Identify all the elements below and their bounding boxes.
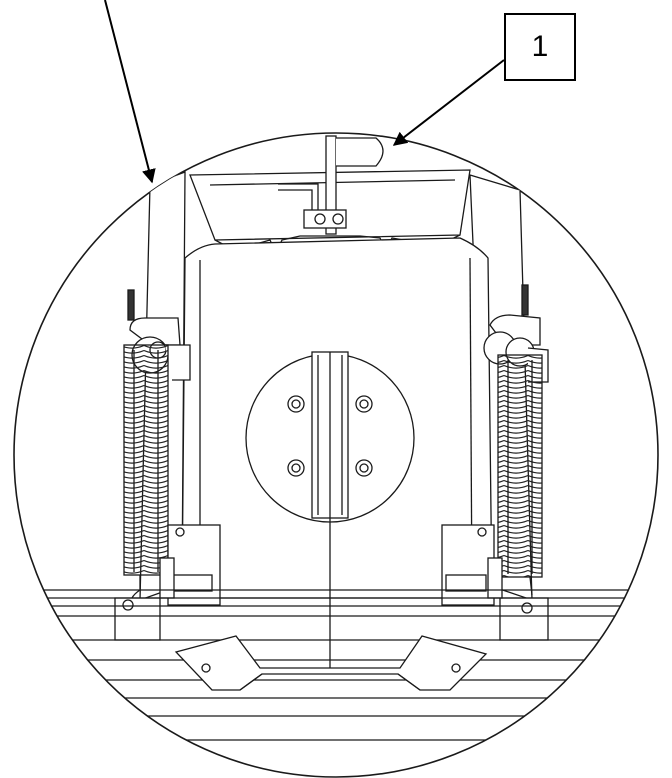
top-latch	[278, 135, 384, 235]
bolt	[287, 395, 305, 413]
left-lower-bracket	[159, 524, 221, 606]
left-spring-assembly	[114, 289, 191, 641]
lower-skid	[174, 635, 488, 691]
leader-arrow	[392, 59, 505, 146]
callout-box: 1	[504, 13, 576, 81]
bolt	[355, 459, 373, 477]
bolt	[287, 459, 305, 477]
callout-label: 1	[531, 30, 549, 63]
leader-arrow	[104, 0, 156, 184]
bolt	[355, 395, 373, 413]
right-lower-bracket	[441, 524, 503, 606]
right-spring-assembly	[483, 284, 549, 641]
